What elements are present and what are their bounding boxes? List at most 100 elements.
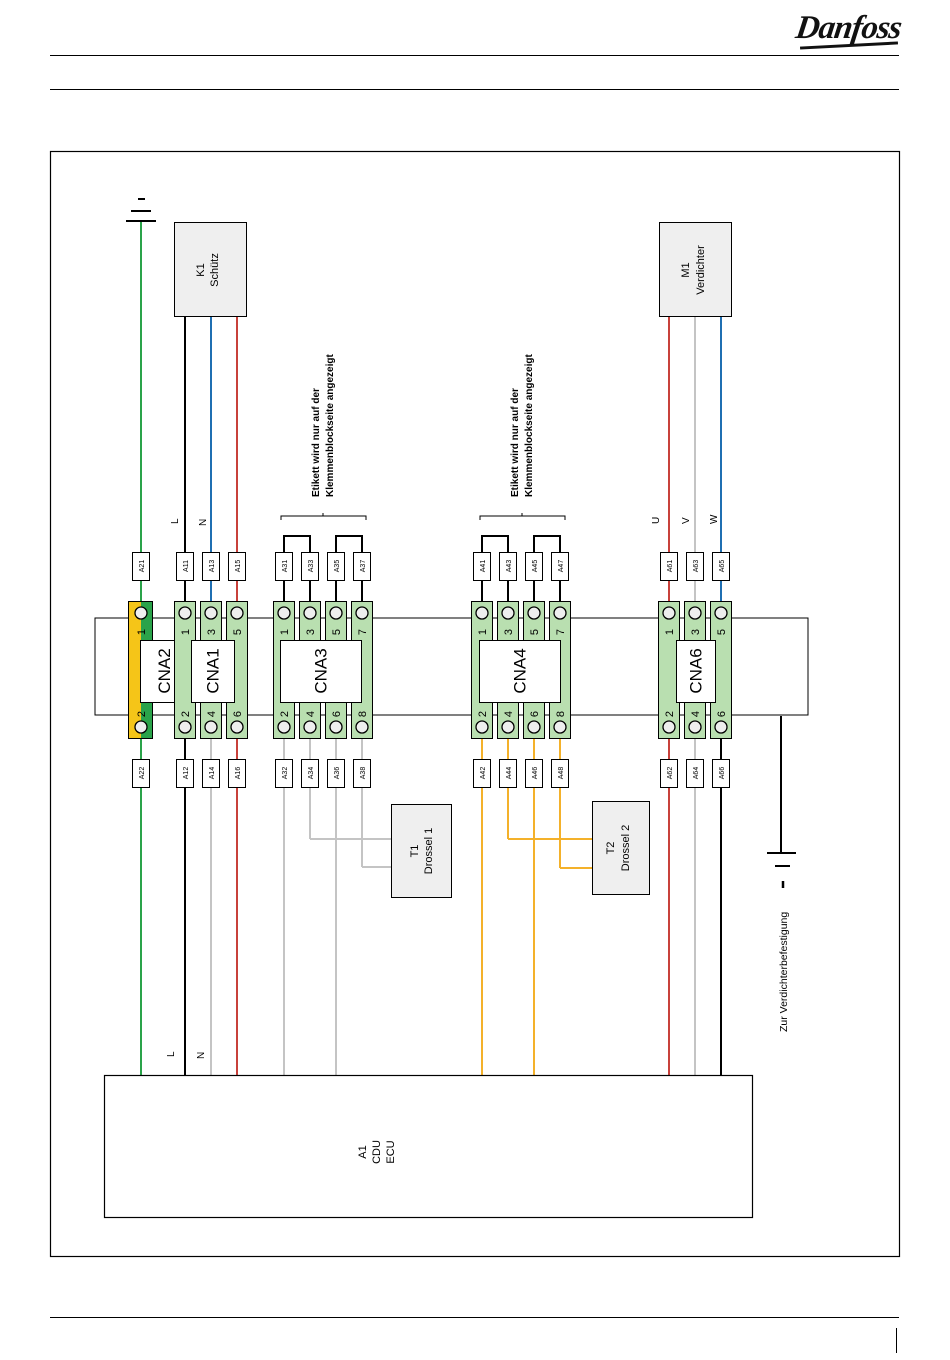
terminal-screw [134,606,148,620]
note-line1: Etikett wird nur auf der [311,388,322,497]
jumper-bridge [335,535,363,552]
wire-tag [660,552,678,581]
wire-tag-label: A33 [308,560,315,573]
pin-number: 2 [477,711,489,717]
wire-tag [275,552,293,581]
connector-name: CNA6 [687,648,706,693]
a1-line2: CDU [371,1140,383,1164]
wire-tag [473,759,491,788]
connector-name: CNA2 [155,648,174,693]
wire-tag-label: A64 [693,767,700,780]
wire-tag-label: A66 [719,767,726,780]
note-line1: Etikett wird nur auf der [510,388,521,497]
pin-number: 5 [232,629,244,635]
note-line2: Klemmenblockseite angezeigt [524,354,535,497]
terminal-screw [230,606,244,620]
wire-tag [228,552,246,581]
terminal-screw [329,606,343,620]
pin-number: 6 [331,711,343,717]
k1-name: Schütz [209,253,221,287]
t1-choke[interactable]: T1 Drossel 1 [391,804,452,898]
pin-number: 3 [503,629,515,635]
a1-line3: ECU [385,1140,397,1163]
t2-choke[interactable]: T2 Drossel 2 [592,801,650,895]
wire-tag-label: A34 [308,767,315,780]
ground-symbol-compressor [767,716,796,888]
page-marker [896,1328,897,1353]
wire-tag-label: A43 [506,560,513,573]
wire-tag [499,552,517,581]
k1-contactor[interactable]: K1 Schütz [174,222,247,317]
wire-tag-label: A42 [480,767,487,780]
wire-tag [551,552,569,581]
wire-tag [686,759,704,788]
wire-tag [176,759,194,788]
header-rule-bottom [50,89,899,90]
wire-tag [686,552,704,581]
ground-symbol-top [126,198,156,222]
a1-id: A1 [357,1145,369,1158]
wire-tag-label: A31 [282,560,289,573]
t2-name: Drossel 2 [620,825,632,871]
wire-tag-label: A35 [334,560,341,573]
a1-cdu-ecu[interactable]: A1 CDU ECU [103,1074,754,1219]
terminal-screw [303,606,317,620]
wire-tag-label: A61 [667,560,674,573]
terminal-screw [303,720,317,734]
jumper-bridge [533,535,561,552]
pin-number: 1 [180,629,192,635]
pe-stripe-yellow [129,601,141,738]
wire-tag-label: A38 [360,767,367,780]
wire-tag-label: A37 [360,560,367,573]
wire-tag-label: A21 [139,560,146,573]
wire-tag-label: A62 [667,767,674,780]
wire-tag [551,759,569,788]
wire-tag [525,552,543,581]
footer-rule [50,1317,899,1318]
terminal-screw [204,720,218,734]
label-v: V [681,517,692,524]
connector-label-box [191,640,235,703]
pin-number: 4 [305,711,317,717]
wire-tag-label: A13 [209,560,216,573]
label-bottom-l: L [166,1051,177,1057]
wire-tag [301,552,319,581]
terminal-screw [178,606,192,620]
wire-tag-label: A12 [183,767,190,780]
terminal-screw [714,606,728,620]
wire-tag-label: A15 [235,560,242,573]
wire-tag [202,759,220,788]
pin-number: 1 [136,629,148,635]
wire-tag [327,759,345,788]
cna4-label-note: Etikett wird nur auf der Klemmenblocksei… [479,354,566,520]
pin-number: 1 [664,629,676,635]
m1-compressor[interactable]: M1 Verdichter [659,222,732,317]
wire-tag-label: A41 [480,560,487,573]
wire-tag-label: A22 [139,767,146,780]
wire-tag [228,759,246,788]
wire-tag [473,552,491,581]
terminal-screw [475,720,489,734]
terminal-screw [277,720,291,734]
pin-number: 3 [206,629,218,635]
label-w: W [709,514,720,524]
wire-tag-label: A36 [334,767,341,780]
terminal-screw [355,606,369,620]
t1-id: T1 [409,845,421,858]
pin-number: 4 [206,711,218,717]
terminal-screw [277,606,291,620]
label-top-n: N [198,519,209,526]
wire-tag-label: A11 [183,560,190,572]
pin-number: 2 [279,711,291,717]
terminal-screw [662,720,676,734]
terminal-screw [355,720,369,734]
wire-tag [202,552,220,581]
terminal-screw [688,720,702,734]
pin-number: 5 [716,629,728,635]
